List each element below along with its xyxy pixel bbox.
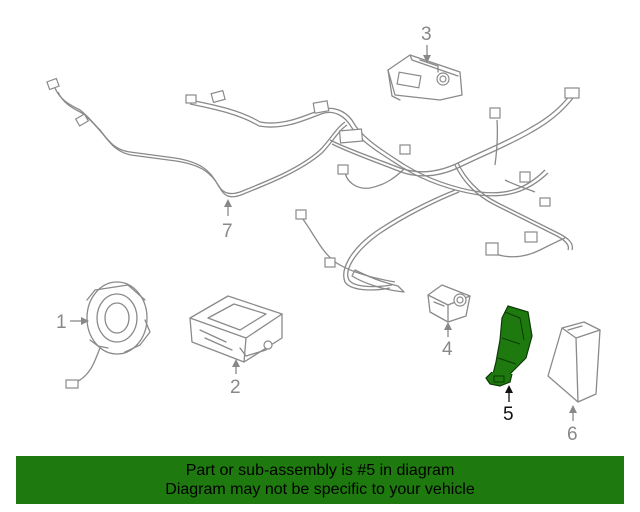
part-2-control-module[interactable] [189, 295, 283, 363]
callout-4: 4 [442, 322, 453, 360]
svg-text:2: 2 [230, 377, 241, 398]
callout-2: 2 [230, 359, 241, 398]
callout-7: 7 [222, 199, 233, 242]
callout-5: 5 [503, 385, 514, 425]
part-3-sensor-bracket[interactable] [387, 54, 463, 101]
banner-line-2: Diagram may not be specific to your vehi… [165, 481, 475, 498]
callout-1: 1 [56, 312, 89, 333]
svg-text:5: 5 [503, 404, 514, 425]
svg-text:1: 1 [56, 312, 67, 333]
svg-text:6: 6 [567, 424, 578, 445]
part-5-sensor-highlighted[interactable] [485, 305, 533, 387]
part-7-wiring-harness[interactable] [46, 77, 580, 293]
callout-6: 6 [567, 405, 578, 445]
part-4-sensor[interactable] [427, 284, 471, 323]
svg-text:7: 7 [222, 221, 233, 242]
part-1-clockspring[interactable] [65, 281, 151, 389]
parts-diagram: 3 7 1 2 4 5 6 [46, 24, 601, 445]
part-6-cover[interactable] [547, 321, 601, 403]
banner-line-1: Part or sub-assembly is #5 in diagram [185, 462, 455, 479]
svg-text:3: 3 [421, 24, 432, 45]
info-banner: Part or sub-assembly is #5 in diagram Di… [16, 456, 624, 504]
svg-text:4: 4 [442, 339, 453, 360]
callout-3: 3 [421, 24, 432, 63]
